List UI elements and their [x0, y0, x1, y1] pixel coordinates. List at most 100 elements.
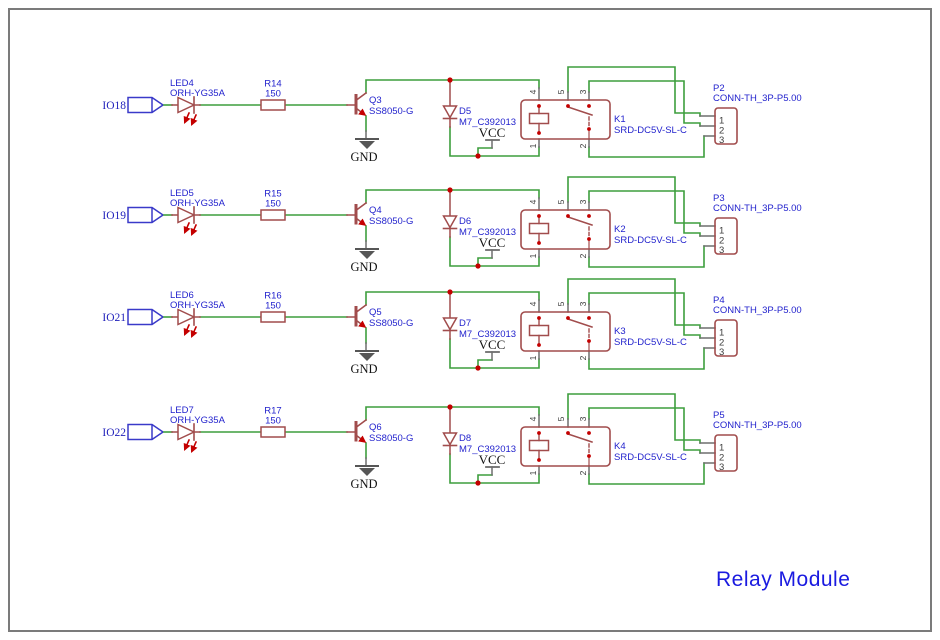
diode-symbol	[442, 215, 458, 230]
junction-dot	[447, 289, 453, 295]
wire-relay-common	[567, 393, 701, 444]
connector-pin-number: 1	[719, 328, 724, 339]
relay-pin-number: 2	[578, 355, 588, 360]
diode-symbol	[442, 317, 458, 332]
resistor-ref-label: R17	[264, 406, 281, 417]
relay-pin-dot	[537, 131, 541, 135]
diode-ref-label: D8	[459, 433, 471, 444]
diode-ref-label: D6	[459, 216, 471, 227]
transistor-ref-label: Q5	[369, 307, 382, 318]
relay-part-label: SRD-DC5V-SL-C	[614, 235, 687, 246]
diode-symbol	[442, 432, 458, 447]
transistor-emitter	[355, 217, 367, 226]
junction-dot	[447, 77, 453, 83]
connector-ref-label: P4	[713, 295, 725, 306]
sheet-border	[8, 8, 932, 632]
relay-pin-number: 1	[528, 253, 538, 258]
relay-pin-dot	[537, 431, 541, 435]
vcc-label: VCC	[479, 337, 506, 352]
relay-coil	[528, 222, 550, 235]
transistor-part-label: SS8050-G	[369, 106, 413, 117]
resistor-value-label: 150	[265, 416, 281, 427]
relay-symbol	[520, 209, 611, 250]
relay-pin-number: 5	[556, 301, 566, 306]
resistor-symbol	[260, 426, 286, 438]
wire-relay-nc	[588, 245, 705, 268]
wire-relay-common	[567, 278, 701, 329]
wire-relay-nc	[588, 347, 705, 370]
relay-pin-dot	[587, 316, 591, 320]
relay-pin-number: 3	[578, 89, 588, 94]
circuit-row-io18: IO18LED4ORH-YG35AR14150Q3SS8050-GGNDD5M7…	[102, 66, 802, 164]
vcc-label: VCC	[479, 125, 506, 140]
transistor-part-label: SS8050-G	[369, 216, 413, 227]
relay-pin-number: 2	[578, 143, 588, 148]
transistor-emitter	[355, 434, 367, 443]
connector-part-label: CONN-TH_3P-P5.00	[713, 203, 802, 214]
led-ref-label: LED6	[170, 290, 194, 301]
relay-pin-dot	[566, 214, 570, 218]
led-emission-arrow	[190, 440, 198, 454]
io-net-label: IO22	[102, 427, 126, 439]
transistor-ref-label: Q3	[369, 95, 382, 106]
relay-pin-number: 4	[528, 89, 538, 94]
io-net-label: IO18	[102, 100, 126, 112]
wire-relay-no	[588, 190, 701, 237]
resistor-value-label: 150	[265, 89, 281, 100]
resistor-ref-label: R14	[264, 79, 281, 90]
io-port-symbol	[127, 206, 165, 224]
transistor-collector	[355, 418, 368, 429]
gnd-symbol	[359, 468, 375, 476]
junction-dot	[475, 480, 481, 486]
connector-ref-label: P5	[713, 410, 725, 421]
led-symbol	[177, 206, 196, 224]
transistor-ref-label: Q4	[369, 205, 382, 216]
connector-part-label: CONN-TH_3P-P5.00	[713, 93, 802, 104]
wire-vcc	[477, 474, 493, 484]
connector-pin-number: 1	[719, 443, 724, 454]
led-part-label: ORH-YG35A	[170, 415, 226, 426]
led-emission-arrow	[190, 325, 198, 339]
connector-ref-label: P3	[713, 193, 725, 204]
resistor-symbol	[260, 311, 286, 323]
resistor-value-label: 150	[265, 301, 281, 312]
connector-symbol	[714, 319, 738, 357]
transistor-collector	[355, 201, 368, 212]
led-symbol	[177, 96, 196, 114]
gnd-label: GND	[350, 362, 377, 376]
relay-pin-dot	[566, 104, 570, 108]
relay-switch-blade	[567, 318, 593, 328]
led-emission-arrow	[183, 221, 191, 235]
relay-ref-label: K2	[614, 224, 626, 235]
gnd-symbol	[359, 353, 375, 361]
relay-pin-number: 4	[528, 416, 538, 421]
diode-symbol	[442, 105, 458, 120]
relay-pin-number: 5	[556, 199, 566, 204]
transistor-collector	[355, 303, 368, 314]
transistor-ref-label: Q6	[369, 422, 382, 433]
diode-ref-label: D7	[459, 318, 471, 329]
wire-relay-common	[567, 66, 701, 117]
transistor-part-label: SS8050-G	[369, 433, 413, 444]
relay-pin-number: 1	[528, 355, 538, 360]
connector-symbol	[714, 217, 738, 255]
relay-part-label: SRD-DC5V-SL-C	[614, 452, 687, 463]
wire-relay-nc	[588, 462, 705, 485]
relay-pin-dot	[537, 458, 541, 462]
relay-pin-dot	[537, 214, 541, 218]
gnd-label: GND	[350, 260, 377, 274]
diode-part-label: M7_C392013	[459, 227, 516, 238]
wire-collector-rail	[365, 291, 540, 306]
io-net-label: IO19	[102, 210, 126, 222]
wire-collector-rail	[365, 406, 540, 421]
connector-pin-number: 3	[719, 245, 724, 256]
connector-pin-number: 2	[719, 453, 724, 464]
relay-pin-dot	[587, 431, 591, 435]
connector-symbol	[714, 434, 738, 472]
relay-pin-dot	[566, 316, 570, 320]
relay-pin-dot	[587, 454, 591, 458]
resistor-symbol	[260, 99, 286, 111]
relay-pin-dot	[537, 241, 541, 245]
io-port-symbol	[127, 96, 165, 114]
